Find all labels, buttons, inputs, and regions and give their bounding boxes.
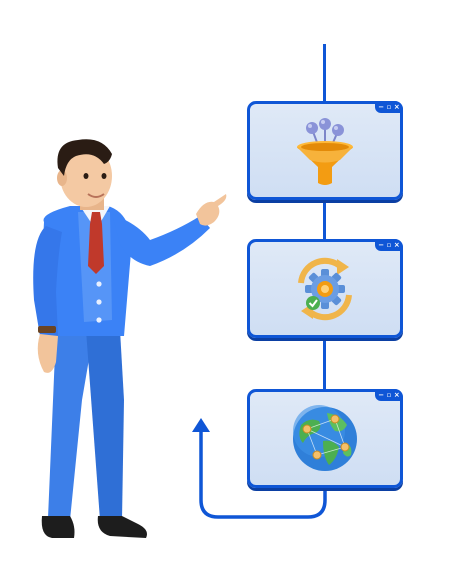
minimize-icon[interactable]: − (378, 390, 385, 399)
minimize-icon[interactable]: − (378, 240, 385, 249)
close-icon[interactable]: × (393, 240, 400, 249)
connector-top-line (323, 44, 326, 102)
window-controls: − ▫ × (375, 389, 403, 401)
maximize-icon[interactable]: ▫ (386, 390, 392, 399)
window-controls: − ▫ × (375, 101, 403, 113)
minimize-icon[interactable]: − (378, 102, 385, 111)
maximize-icon[interactable]: ▫ (386, 102, 392, 111)
connector-line-1-2 (323, 200, 326, 240)
process-window-global: − ▫ × (247, 389, 403, 488)
close-icon[interactable]: × (393, 102, 400, 111)
maximize-icon[interactable]: ▫ (386, 240, 392, 249)
close-icon[interactable]: × (393, 390, 400, 399)
process-window-settings: − ▫ × (247, 239, 403, 338)
window-controls: − ▫ × (375, 239, 403, 251)
process-window-filter: − ▫ × (247, 101, 403, 200)
funnel-icon (297, 117, 353, 185)
globe-network-icon (293, 404, 357, 471)
gear-cycle-icon (298, 257, 352, 320)
connector-line-2-3 (323, 340, 326, 390)
